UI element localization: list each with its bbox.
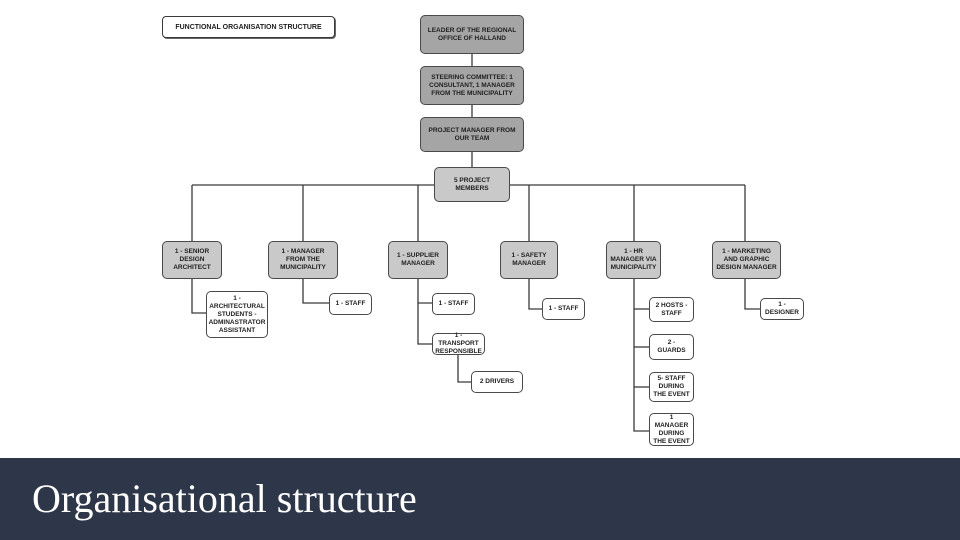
architect-students-node: 1 - ARCHITECTURAL STUDENTS - ADMINASTRAT… (206, 291, 268, 338)
project-manager-node: PROJECT MANAGER FROM OUR TEAM (420, 117, 524, 152)
connector-hr-staff (633, 279, 649, 432)
hr-event-manager-node: 1 MANAGER DURING THE EVENT (649, 413, 694, 446)
hr-guards-node: 2 - GUARDS (649, 334, 694, 360)
connector-supplier-staff (417, 279, 432, 304)
connector-architect-staff (191, 279, 206, 314)
steering-committee-node: STEERING COMMITTEE: 1 CONSULTANT, 1 MANA… (420, 66, 524, 105)
supplier-staff-node: 1 - STAFF (432, 293, 475, 315)
transport-responsible-node: 1 - TRANSPORT RESPONSIBLE (432, 332, 485, 355)
municipality-staff-node: 1 - STAFF (329, 293, 372, 315)
drivers-node: 2 DRIVERS (471, 371, 523, 393)
safety-staff-node: 1 - STAFF (542, 298, 585, 320)
role-manager-municipality: 1 - MANAGER FROM THE MUNICIPALITY (268, 241, 338, 279)
role-senior-design-architect: 1 - SENIOR DESIGN ARCHITECT (162, 241, 222, 279)
leader-node: LEADER OF THE REGIONAL OFFICE OF HALLAND (420, 15, 524, 54)
connector-municipality-staff (302, 279, 329, 304)
role-marketing-manager: 1 - MARKETING AND GRAPHIC DESIGN MANAGER (712, 241, 781, 279)
connector-marketing-designer (744, 279, 760, 310)
connector-supplier-transport (417, 303, 432, 345)
slide-title: Organisational structure (32, 476, 417, 521)
role-safety-manager: 1 - SAFETY MANAGER (500, 241, 558, 279)
role-supplier-manager: 1 - SUPPLIER MANAGER (388, 241, 448, 279)
connector-safety-staff (528, 279, 542, 310)
org-chart-connectors (191, 54, 760, 432)
connector-transport-drivers (457, 355, 471, 383)
designer-node: 1 - DESIGNER (760, 298, 804, 320)
hr-event-staff-node: 5- STAFF DURING THE EVENT (649, 372, 694, 402)
footer-bar (0, 458, 960, 540)
hr-hosts-node: 2 HOSTS - STAFF (649, 297, 694, 322)
project-members-node: 5 PROJECT MEMBERS (434, 167, 510, 202)
role-hr-manager: 1 - HR MANAGER via MUNICIPALITY (606, 241, 661, 279)
diagram-title: FUNCTIONAL ORGANISATION STRUCTURE (162, 16, 335, 38)
